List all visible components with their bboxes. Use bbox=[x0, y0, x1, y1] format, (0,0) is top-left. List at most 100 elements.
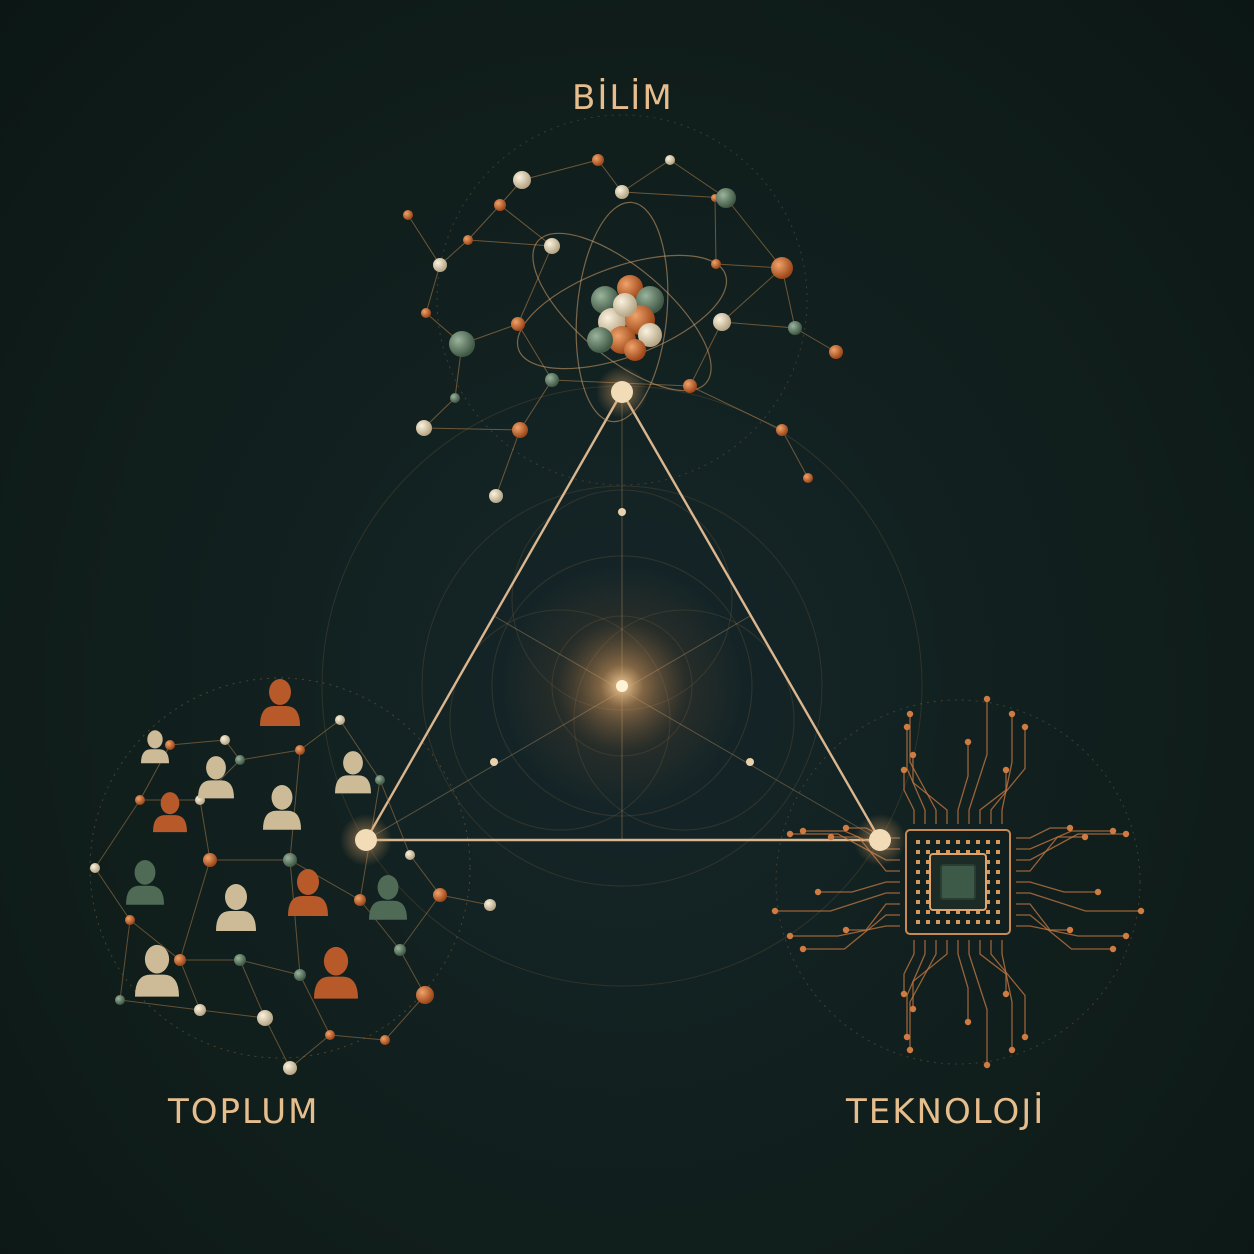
chip-pad bbox=[986, 870, 990, 874]
network-node bbox=[375, 775, 385, 785]
network-edge bbox=[129, 919, 181, 961]
network-node bbox=[416, 420, 432, 436]
circuit-trace bbox=[912, 940, 948, 1009]
trace-end bbox=[786, 830, 794, 838]
network-node bbox=[494, 199, 506, 211]
person-body bbox=[216, 911, 256, 931]
person-head bbox=[297, 869, 319, 895]
chip-pad bbox=[986, 920, 990, 924]
network-edge bbox=[621, 159, 671, 193]
atom-network-icon bbox=[403, 114, 843, 503]
network-node bbox=[450, 393, 460, 403]
network-edge bbox=[239, 959, 266, 1019]
vertex-nodes bbox=[340, 366, 906, 866]
trace-end bbox=[786, 932, 794, 940]
network-node bbox=[511, 317, 525, 331]
network-edge bbox=[384, 994, 426, 1041]
chip-pad bbox=[946, 850, 950, 854]
person-icon bbox=[314, 946, 358, 999]
network-edge bbox=[689, 321, 723, 387]
network-node bbox=[788, 321, 802, 335]
network-edge bbox=[495, 429, 521, 497]
main-triangle bbox=[363, 389, 883, 842]
person-head bbox=[144, 944, 170, 974]
trace-end bbox=[799, 945, 807, 953]
person-body bbox=[288, 896, 328, 916]
person-body bbox=[335, 775, 371, 794]
network-node bbox=[463, 235, 473, 245]
chip-pad bbox=[966, 850, 970, 854]
label-toplum: TOPLUM bbox=[168, 1092, 320, 1132]
trace-end bbox=[1008, 710, 1016, 718]
chip-pad bbox=[986, 910, 990, 914]
network-edge bbox=[721, 267, 783, 323]
network-node bbox=[115, 995, 125, 1005]
chip-pad bbox=[946, 910, 950, 914]
person-icon bbox=[369, 875, 407, 920]
chip-pad bbox=[916, 920, 920, 924]
circuit-trace bbox=[1001, 714, 1013, 824]
network-node bbox=[257, 1010, 273, 1026]
trace-end bbox=[903, 723, 911, 731]
network-node bbox=[294, 969, 306, 981]
person-icon bbox=[153, 792, 187, 833]
trace-end bbox=[771, 907, 779, 915]
circuit-trace bbox=[1016, 827, 1070, 839]
person-body bbox=[126, 885, 164, 905]
person-icon bbox=[141, 730, 169, 764]
network-node bbox=[544, 238, 560, 254]
person-head bbox=[323, 946, 349, 976]
network-node bbox=[512, 422, 528, 438]
chip-pad bbox=[966, 840, 970, 844]
chip-pad bbox=[986, 880, 990, 884]
chip-pad bbox=[996, 910, 1000, 914]
chip-pad bbox=[946, 920, 950, 924]
trace-end bbox=[964, 738, 972, 746]
trace-end bbox=[964, 1018, 972, 1026]
chip-pad bbox=[996, 880, 1000, 884]
network-edge bbox=[359, 899, 401, 951]
trace-end bbox=[903, 1033, 911, 1041]
network-node bbox=[489, 489, 503, 503]
circuit-trace bbox=[906, 940, 926, 1037]
person-icon bbox=[263, 785, 301, 830]
chip-pad bbox=[956, 840, 960, 844]
trace-end bbox=[1002, 766, 1010, 774]
network-edge bbox=[439, 894, 491, 906]
person-body bbox=[141, 749, 169, 764]
chip-pad bbox=[986, 850, 990, 854]
chip-pad bbox=[926, 870, 930, 874]
person-icon bbox=[260, 679, 300, 726]
trace-end bbox=[906, 1046, 914, 1054]
label-teknoloji: TEKNOLOJİ bbox=[846, 1092, 1046, 1132]
network-node bbox=[220, 735, 230, 745]
network-node bbox=[592, 154, 604, 166]
network-edge bbox=[794, 327, 837, 353]
trace-end bbox=[1109, 827, 1117, 835]
network-node bbox=[235, 755, 245, 765]
people-network-icon bbox=[89, 677, 496, 1075]
chip-pad bbox=[926, 880, 930, 884]
network-edge bbox=[239, 959, 301, 976]
person-head bbox=[134, 860, 156, 885]
chip-pad bbox=[986, 900, 990, 904]
chip-pad bbox=[996, 850, 1000, 854]
circuit-trace bbox=[979, 770, 1007, 824]
network-node bbox=[403, 210, 413, 220]
chip-pad bbox=[916, 870, 920, 874]
chip-pad bbox=[916, 880, 920, 884]
network-edge bbox=[299, 719, 341, 751]
network-edge bbox=[179, 859, 211, 961]
network-node bbox=[513, 171, 531, 189]
network-edge bbox=[169, 739, 226, 746]
trace-end bbox=[1081, 833, 1089, 841]
network-edge bbox=[119, 919, 131, 1001]
circuit-trace bbox=[957, 742, 969, 824]
person-icon bbox=[126, 860, 164, 905]
circuit-trace bbox=[909, 714, 937, 824]
person-head bbox=[271, 785, 293, 810]
circuit-trace bbox=[979, 940, 1007, 994]
person-body bbox=[260, 706, 300, 726]
chip-pad bbox=[956, 920, 960, 924]
